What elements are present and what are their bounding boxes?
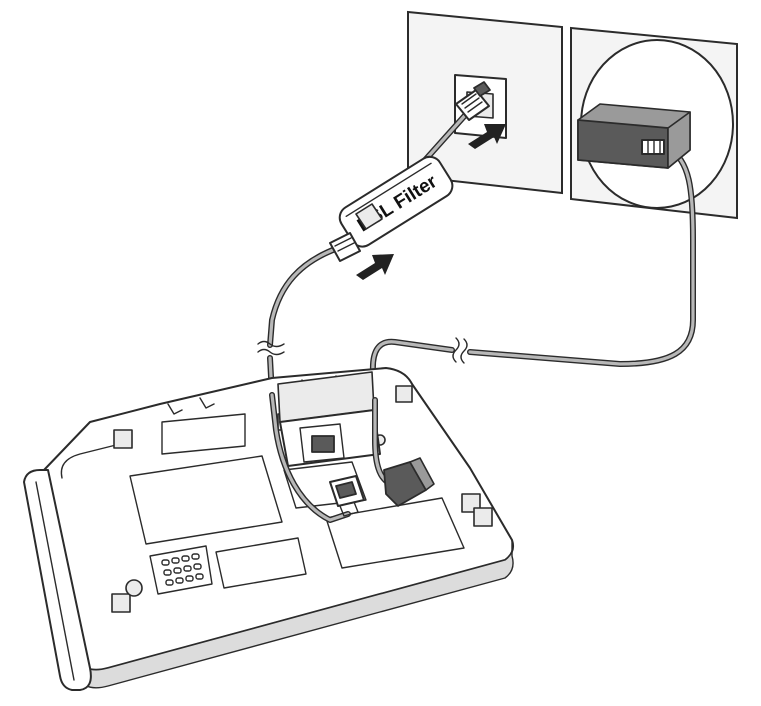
power-plug (372, 397, 435, 507)
label-panel (161, 413, 246, 455)
rj11-plug-filter (329, 232, 361, 262)
insert-arrow-icon (468, 124, 506, 149)
mount-slot (473, 507, 493, 527)
power-adapter-icon (577, 103, 691, 169)
rj11-plug-wall (455, 81, 491, 121)
insert-arrow-icon (356, 254, 394, 280)
dsl-filter-device: DSL Filter (338, 155, 454, 248)
mount-slot (111, 593, 131, 613)
mount-slot (113, 429, 133, 449)
cable-to-phone-port (269, 392, 351, 523)
filter-phone-port (355, 203, 383, 230)
vent-grid (149, 545, 213, 595)
vent-holes (161, 553, 204, 586)
handset-edge (23, 469, 92, 691)
cable-break-icon (452, 337, 468, 364)
label-panel (129, 455, 283, 545)
telephone-base (23, 367, 515, 691)
rj11-plug-phone (329, 475, 365, 517)
screw-hole (125, 579, 143, 597)
mount-slot (395, 385, 413, 403)
phone-line-port (311, 435, 335, 453)
label-panel (215, 537, 307, 589)
label-panel (325, 497, 465, 569)
cable-break-icon (257, 340, 285, 356)
